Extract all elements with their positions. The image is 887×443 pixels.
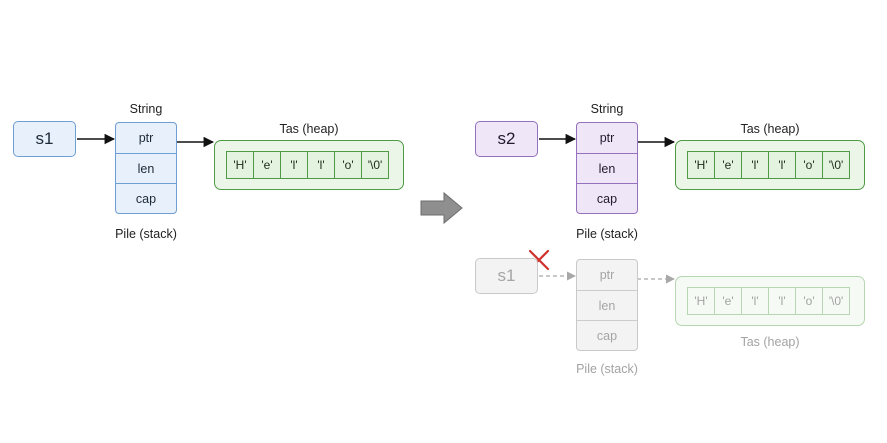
heap-cell: 'H' [226,151,254,179]
heap-cell: '\0' [822,287,850,315]
heap-label-moved: Tas (heap) [740,335,800,349]
variable-s2: s2 [475,121,538,157]
heap-buffer-moved: 'H' 'e' 'l' 'l' 'o' '\0' [675,276,865,326]
heap-cell: 'l' [768,287,796,315]
string-struct-title: String [129,102,163,116]
heap-cell: 'l' [307,151,335,179]
heap-cell: 'e' [714,151,742,179]
stack-label-moved: Pile (stack) [576,362,638,376]
string-struct-title-after: String [590,102,624,116]
field-cap-after: cap [577,183,637,213]
field-ptr-after: ptr [599,131,615,145]
field-ptr: ptr [138,131,154,145]
heap-label-after: Tas (heap) [740,122,800,136]
heap-cell: 'o' [795,151,823,179]
heap-buffer-after: 'H' 'e' 'l' 'l' 'o' '\0' [675,140,865,190]
string-struct-moved: ptr len cap [576,259,638,351]
heap-cell: 'o' [795,287,823,315]
string-struct-after: ptr len cap [576,122,638,214]
variable-s1-moved: s1 [475,258,538,294]
heap-label: Tas (heap) [279,122,339,136]
stack-label-after: Pile (stack) [576,227,638,241]
heap-buffer: 'H' 'e' 'l' 'l' 'o' '\0' [214,140,404,190]
stack-label: Pile (stack) [115,227,177,241]
field-cap-moved: cap [577,320,637,350]
heap-cell: 'l' [741,287,769,315]
heap-cell: 'l' [741,151,769,179]
heap-cell: 'l' [768,151,796,179]
variable-s1: s1 [13,121,76,157]
heap-cell: 'o' [334,151,362,179]
heap-cell: 'H' [687,151,715,179]
string-struct: ptr len cap [115,122,177,214]
heap-cell: 'e' [253,151,281,179]
field-cap: cap [116,183,176,213]
heap-cell: '\0' [361,151,389,179]
field-ptr-moved: ptr [599,268,615,282]
variable-s1-label: s1 [35,129,54,148]
heap-cell: '\0' [822,151,850,179]
field-len-after: len [577,153,637,183]
variable-s1-moved-label: s1 [497,266,516,285]
field-len: len [116,153,176,183]
heap-cell: 'H' [687,287,715,315]
heap-cell: 'e' [714,287,742,315]
variable-s2-label: s2 [497,129,516,148]
transition-arrow-icon [420,191,463,225]
heap-cell: 'l' [280,151,308,179]
field-len-moved: len [577,290,637,320]
